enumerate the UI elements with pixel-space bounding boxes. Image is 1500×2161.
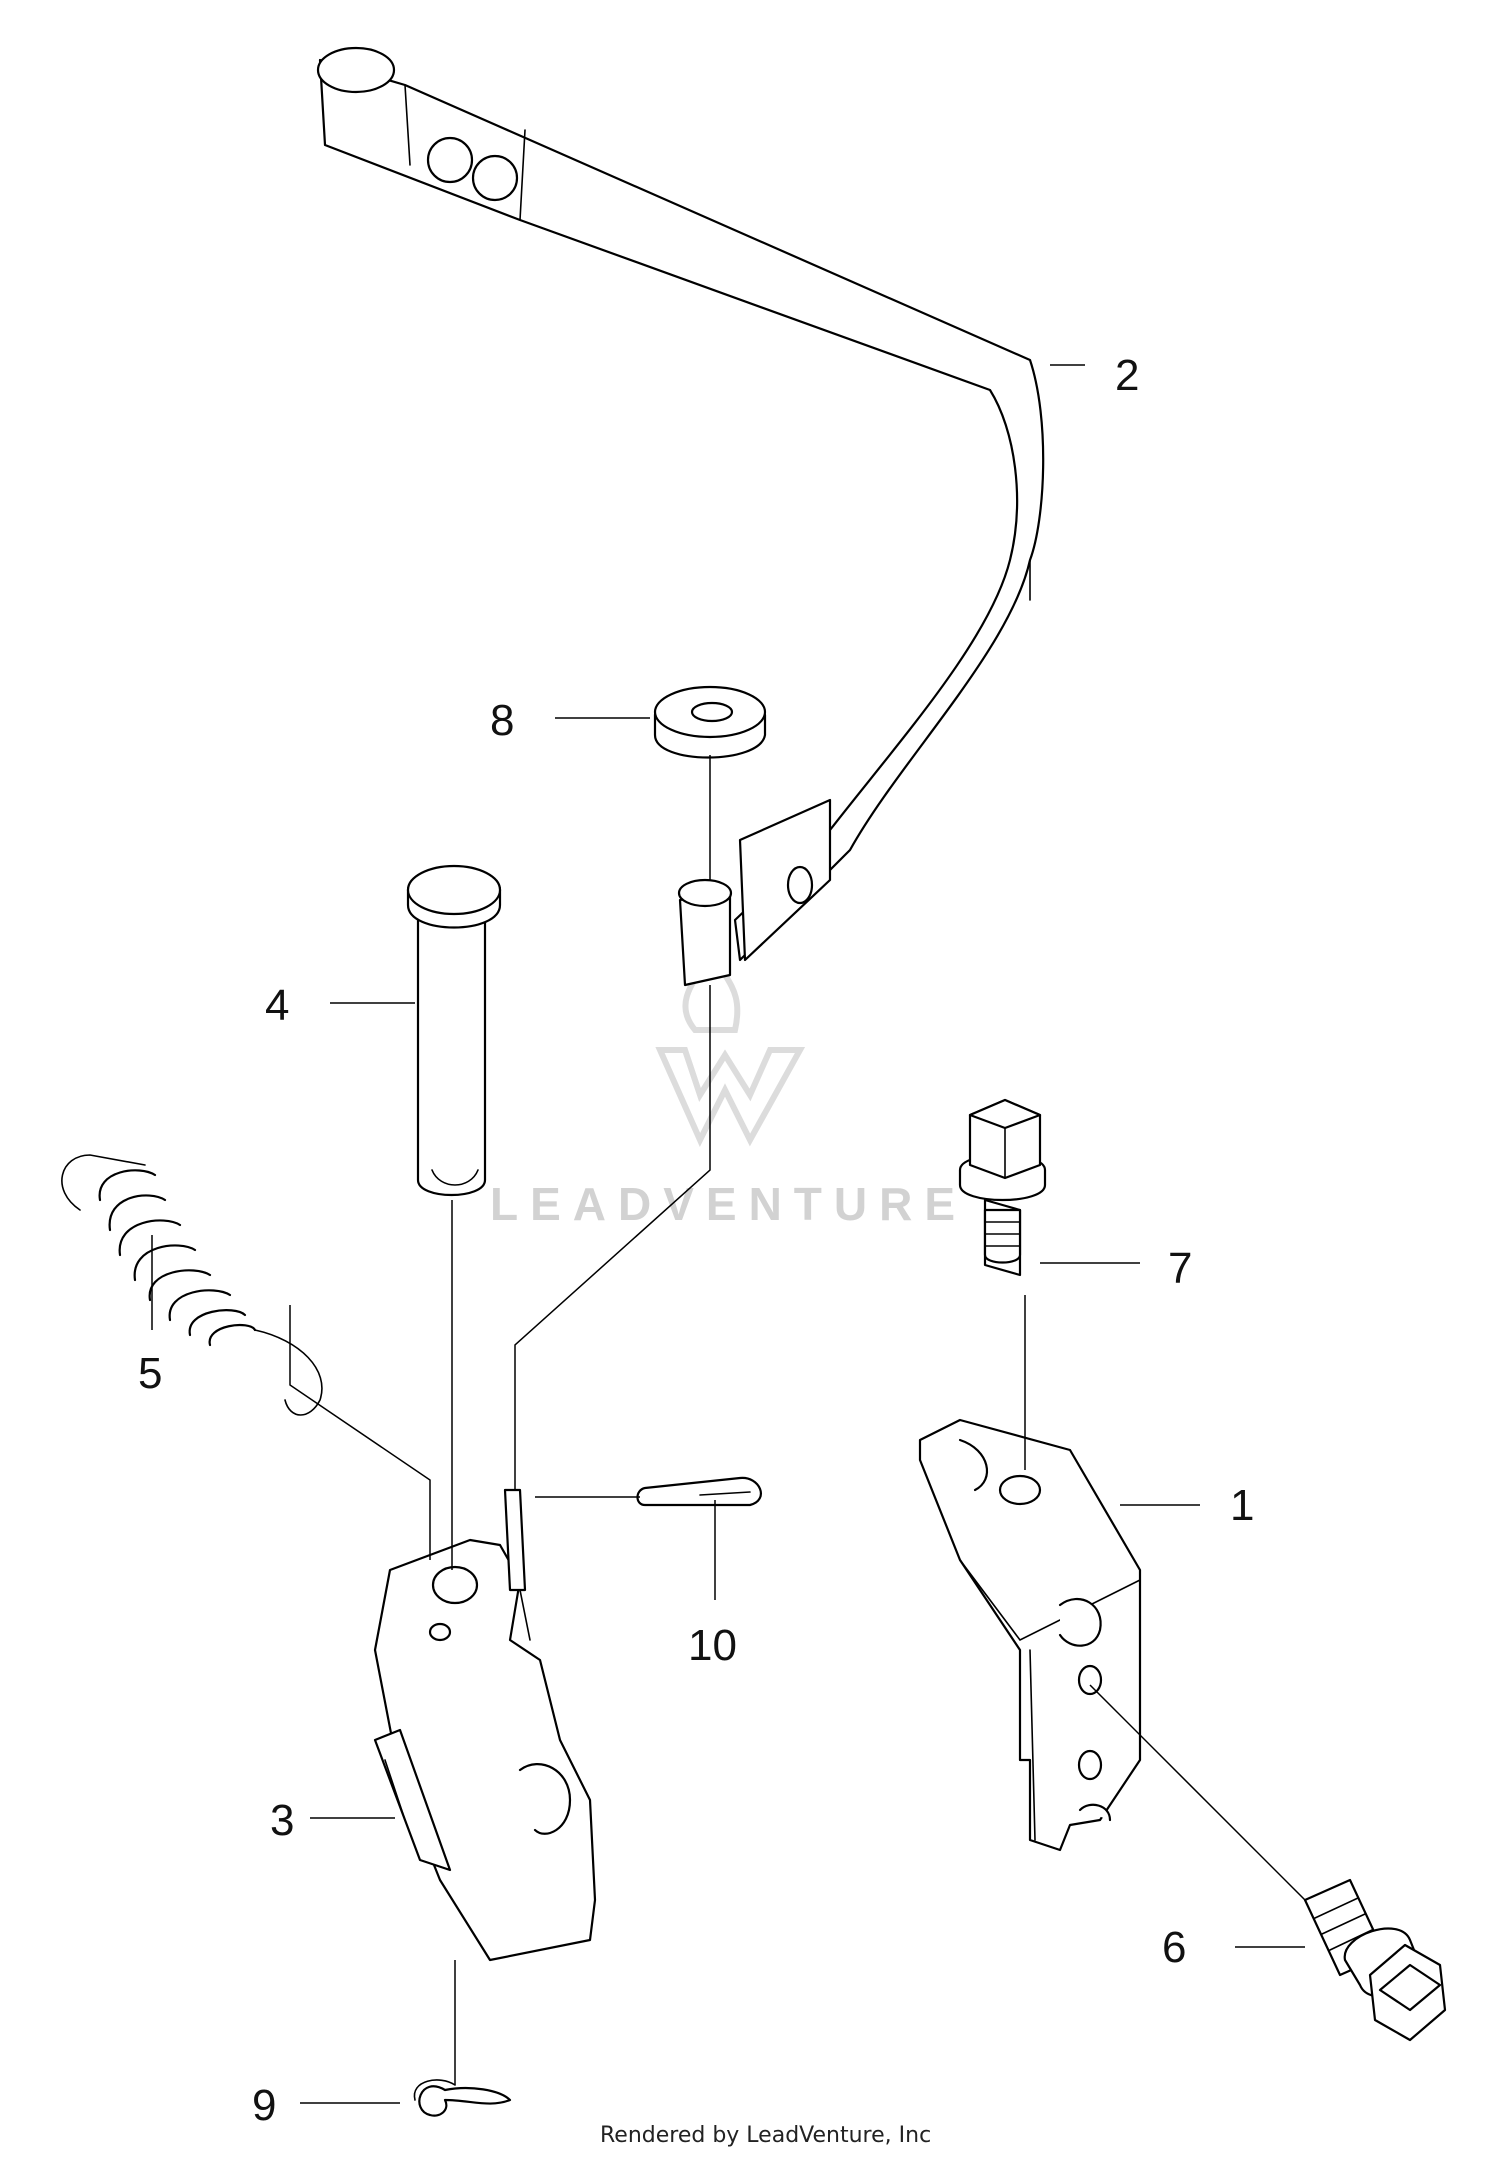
rendered-by-footer: Rendered by LeadVenture, Inc	[600, 2123, 931, 2148]
washer[interactable]	[653, 685, 767, 759]
tension-spring[interactable]	[61, 1154, 323, 1416]
mounting-bracket[interactable]	[918, 1418, 1142, 1852]
e-clip[interactable]	[413, 2079, 512, 2117]
callout-5: 5	[138, 1349, 162, 1398]
brake-band[interactable]	[316, 46, 1045, 987]
cotter-pin[interactable]	[636, 1476, 762, 1507]
callout-2: 2	[1115, 351, 1139, 400]
brake-lever[interactable]	[373, 1488, 597, 1962]
callout-10: 10	[688, 1621, 737, 1670]
callout-4: 4	[265, 981, 289, 1030]
leadventure-watermark: LEADVENTURE	[490, 941, 967, 1230]
clevis-pin[interactable]	[406, 864, 502, 1196]
flange-bolt-upper[interactable]	[958, 1098, 1047, 1277]
callout-8: 8	[490, 696, 514, 745]
callout-3: 3	[270, 1796, 294, 1845]
callout-labels: 2 8 4 5 7 1 10 3 6 9	[138, 351, 1254, 2130]
callout-9: 9	[252, 2081, 276, 2130]
assembly-lines	[151, 364, 1306, 2104]
watermark-text: LEADVENTURE	[490, 1178, 967, 1230]
callout-1: 1	[1230, 1481, 1254, 1530]
callout-7: 7	[1168, 1244, 1192, 1293]
flange-bolt-lower[interactable]	[1303, 1878, 1447, 2042]
callout-6: 6	[1162, 1923, 1186, 1972]
